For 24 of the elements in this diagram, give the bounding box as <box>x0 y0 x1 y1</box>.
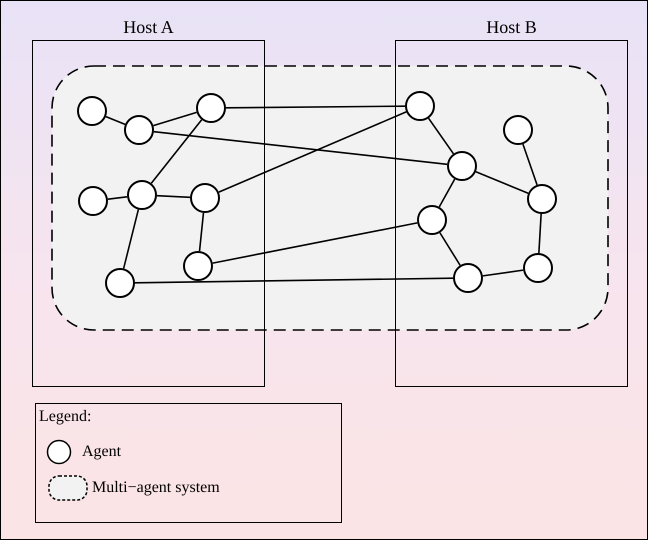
connector-line <box>156 194 190 198</box>
host-label: Host A <box>122 16 175 38</box>
connector-line <box>134 277 454 284</box>
connector-line <box>108 196 128 200</box>
connector-line <box>150 119 202 184</box>
connector-line <box>522 144 538 186</box>
connector-line <box>438 178 456 208</box>
connector-line <box>226 105 405 109</box>
legend-heading: Legend: <box>39 407 92 426</box>
connector-line <box>212 222 418 264</box>
legend-text: Multi−agent system <box>92 478 220 498</box>
connector-line <box>106 116 126 126</box>
connector-line <box>476 170 528 194</box>
connector-line <box>218 111 407 193</box>
connector-line <box>428 118 454 154</box>
host-label: Host B <box>485 16 538 38</box>
connector-line <box>439 232 461 266</box>
connector-line <box>153 112 197 126</box>
connector-line <box>198 212 204 252</box>
connector-line <box>154 130 448 166</box>
connector-line <box>122 209 140 269</box>
connector-line <box>538 214 542 254</box>
connector-line <box>482 269 524 277</box>
legend-text: Agent <box>82 442 122 462</box>
